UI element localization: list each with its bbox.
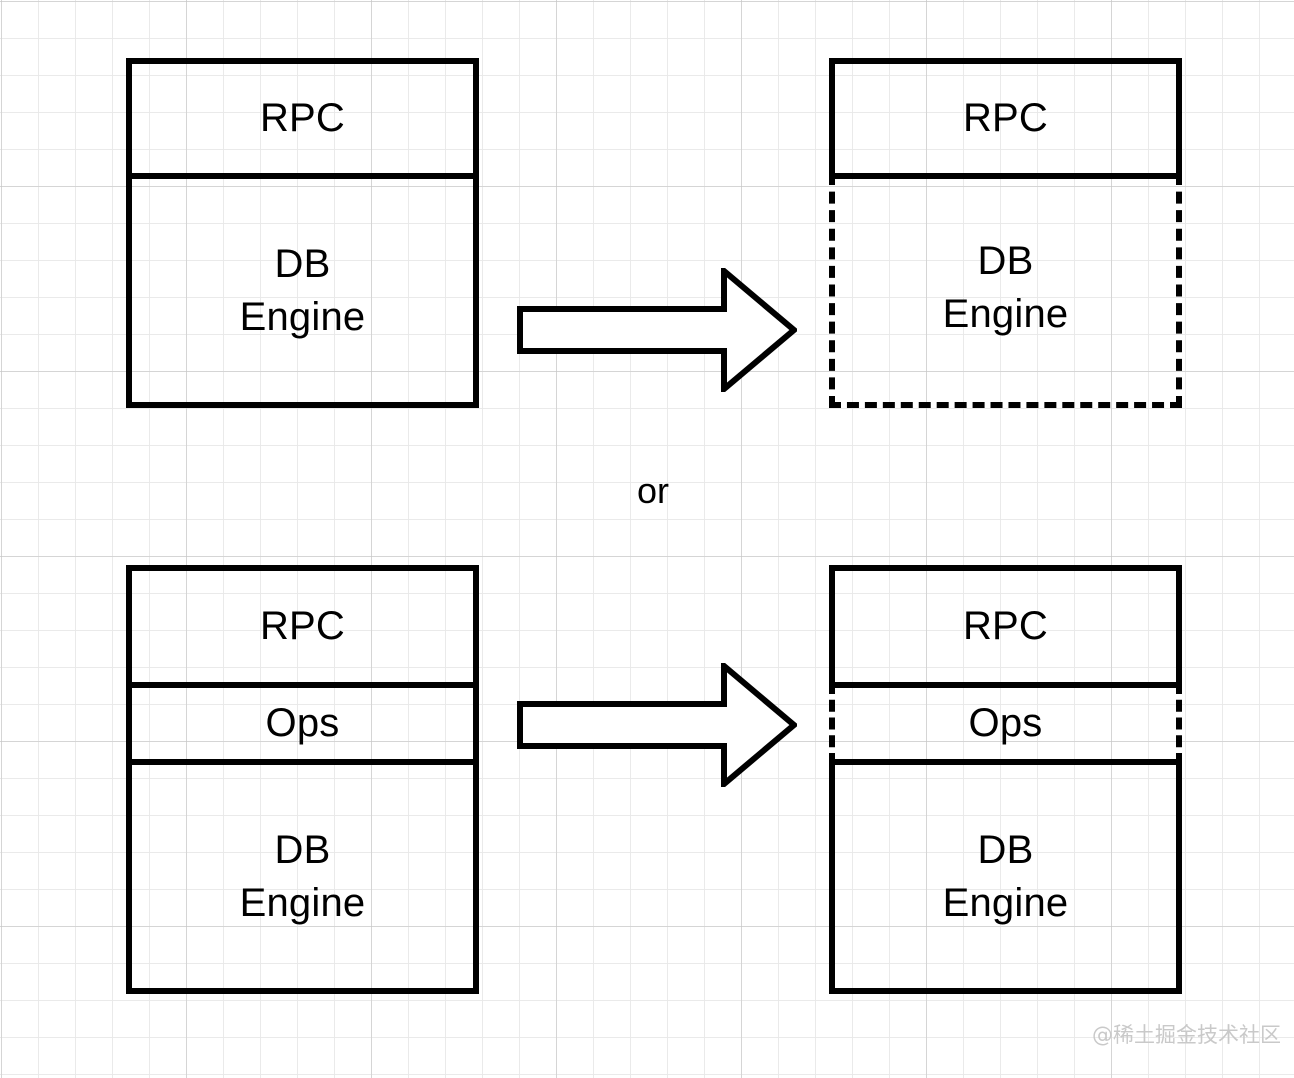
segment-bottom-left-db-engine: DB Engine: [126, 759, 479, 994]
watermark: @稀土掘金技术社区: [1092, 1023, 1281, 1047]
or-label: or: [637, 470, 670, 511]
segment-top-right-rpc: RPC: [829, 58, 1182, 179]
segment-bottom-left-ops: Ops: [126, 682, 479, 765]
segment-top-left-rpc: RPC: [126, 58, 479, 179]
segment-bottom-right-ops: Ops: [829, 682, 1182, 765]
segment-bottom-right-rpc: RPC: [829, 565, 1182, 688]
box-top-left: RPC DB Engine: [126, 58, 479, 408]
segment-bottom-left-rpc: RPC: [126, 565, 479, 688]
segment-top-left-db-engine: DB Engine: [126, 173, 479, 408]
segment-top-right-db-engine: DB Engine: [829, 173, 1182, 408]
segment-bottom-right-db-engine: DB Engine: [829, 759, 1182, 994]
arrow-bottom: [517, 663, 797, 787]
box-top-right: RPC DB Engine: [829, 58, 1182, 408]
box-bottom-right: RPC Ops DB Engine: [829, 565, 1182, 994]
box-bottom-left: RPC Ops DB Engine: [126, 565, 479, 994]
arrow-top: [517, 268, 797, 392]
